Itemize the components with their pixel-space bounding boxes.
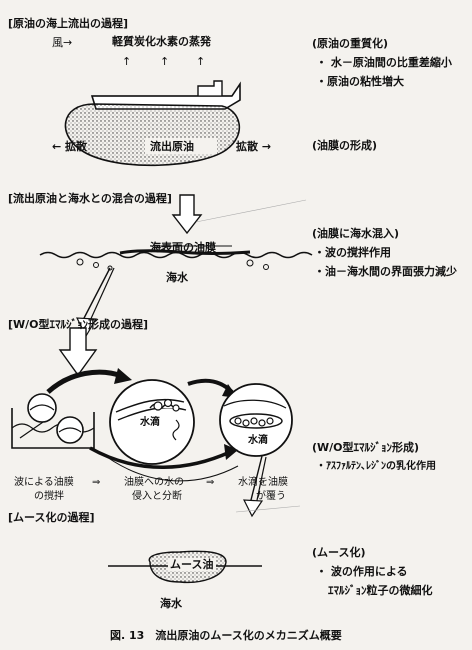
section1-heading: [原油の海上流出の過程] — [8, 17, 129, 30]
wind-label: 風→ — [52, 36, 73, 49]
step-1-line-2: の撹拌 — [34, 491, 64, 502]
figure-caption: 図. 13 流出原油のムース化のメカニズム概要 — [110, 629, 342, 642]
section4-heading: [ムース化の過程] — [8, 511, 95, 524]
seawater-label-2: 海水 — [166, 271, 188, 284]
step-arrow-1: ⇒ — [92, 477, 101, 488]
flow-arrow-1 — [171, 194, 203, 235]
heavy-oil-note-2: ・原油の粘性増大 — [316, 75, 404, 88]
flow-arrow-2 — [81, 267, 111, 323]
water-mixing-note-1: ・波の撹拌作用 — [314, 246, 391, 259]
water-mixing-note-2: ・油－海水間の界面張力減少 — [314, 265, 457, 278]
spilled-oil-blob — [64, 103, 241, 167]
step-1-line-1: 波による油膜 — [14, 477, 74, 488]
spread-right-label: 拡散 → — [236, 140, 272, 153]
step-3-line-2: が覆う — [256, 491, 286, 502]
agitation-circle-2 — [56, 416, 84, 444]
heavy-oil-notes-title: (原油の重質化) — [312, 37, 389, 50]
agitation-circle-1 — [27, 393, 57, 423]
evaporation-label: 軽質炭化水素の蒸発 — [112, 35, 211, 48]
mousse-note-1: ・ 波の作用による — [316, 565, 408, 578]
water-drop-label-1: 水滴 — [140, 417, 160, 428]
emulsion-note-1: ・ｱｽﾌｧﾙﾃﾝ､ﾚｼﾞﾝの乳化作用 — [316, 461, 436, 472]
water-mixing-notes-title: (油膜に海水混入) — [312, 227, 400, 240]
mousse-oil-label: ムース油 — [170, 558, 214, 571]
spilled-oil-label: 流出原油 — [150, 140, 194, 153]
step-arrow-2: ⇒ — [206, 477, 215, 488]
flow-arrow-3 — [58, 327, 98, 377]
tanker-bridge — [197, 80, 223, 96]
up-arrow-1: ↑ — [122, 55, 132, 68]
section3-heading: [W/O型ｴﾏﾙｼﾞｮﾝ形成の過程] — [8, 318, 149, 331]
up-arrow-2: ↑ — [160, 55, 170, 68]
emulsion-notes-title: (W/O型ｴﾏﾙｼﾞｮﾝ形成) — [312, 441, 420, 454]
surface-film-label: 海表面の油膜 — [150, 241, 216, 254]
heavy-oil-note-1: ・ 水－原油間の比重差縮小 — [316, 56, 452, 69]
spread-left-label: ← 拡散 — [52, 140, 88, 153]
mousse-notes-title: (ムース化) — [312, 546, 366, 559]
film-formation-title: (油膜の形成) — [312, 139, 378, 152]
up-arrow-3: ↑ — [196, 55, 206, 68]
step-2-line-1: 油膜への水の — [124, 477, 184, 488]
step-3-line-1: 水滴を油膜 — [238, 477, 288, 488]
section2-heading: [流出原油と海水との混合の過程] — [8, 192, 172, 205]
seawater-label-4: 海水 — [160, 597, 182, 610]
water-drop-label-2: 水滴 — [248, 435, 268, 446]
mousse-note-2: ｴﾏﾙｼﾞｮﾝ粒子の微細化 — [328, 584, 433, 597]
step-2-line-2: 侵入と分断 — [132, 491, 182, 502]
magnified-view-1 — [109, 379, 195, 465]
